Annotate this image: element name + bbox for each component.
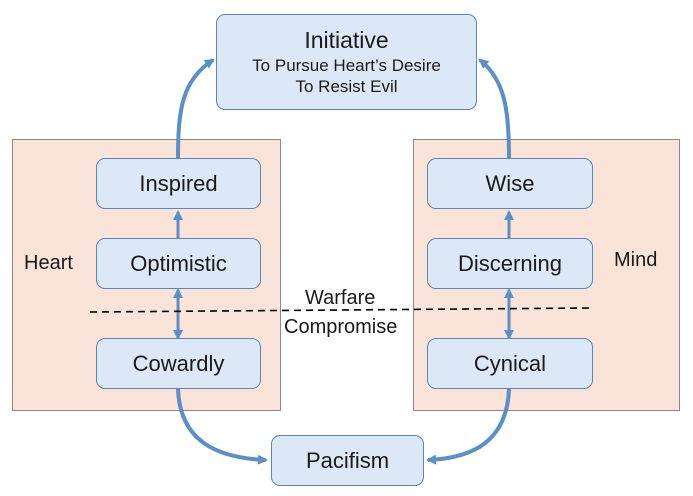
initiative-line-1: To Pursue Heart’s Desire [252, 56, 441, 76]
arrow-wise-to-initiative [478, 58, 511, 159]
pacifism-node: Pacifism [271, 435, 424, 486]
cowardly-node: Cowardly [96, 338, 261, 389]
initiative-node: Initiative To Pursue Heart’s Desire To R… [216, 14, 477, 110]
wise-node: Wise [427, 158, 593, 209]
discerning-node: Discerning [427, 238, 593, 289]
mind-label: Mind [614, 249, 658, 271]
warfare-label: Warfare [305, 287, 376, 309]
initiative-title: Initiative [304, 27, 389, 54]
compromise-label: Compromise [284, 316, 398, 338]
initiative-line-2: To Resist Evil [295, 77, 398, 97]
cynical-node: Cynical [427, 338, 593, 389]
arrow-inspired-to-initiative [176, 58, 215, 159]
arrow-cynical-to-pacifism [426, 388, 511, 465]
inspired-node: Inspired [96, 158, 261, 209]
arrow-cowardly-to-pacifism [176, 388, 268, 465]
optimistic-node: Optimistic [96, 238, 261, 289]
heart-label: Heart [24, 252, 73, 274]
